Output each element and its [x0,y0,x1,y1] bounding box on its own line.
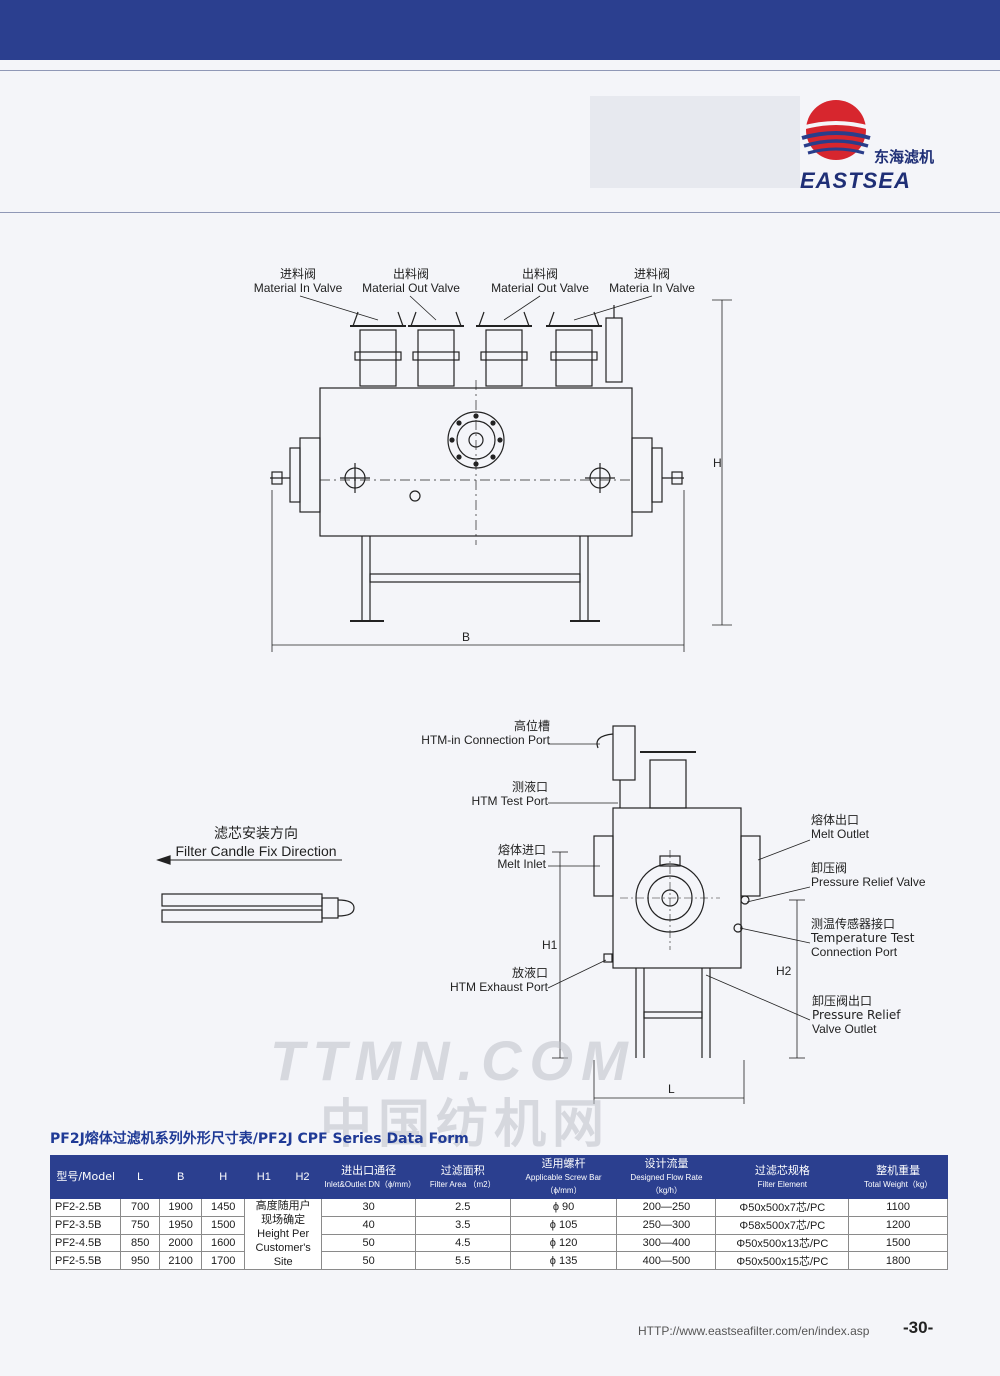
table-title: PF2J熔体过滤机系列外形尺寸表/PF2J CPF Series Data Fo… [50,1131,469,1147]
footer-url: HTTP://www.eastseafilter.com/en/index.as… [638,1324,870,1338]
table-row: PF2-4.5B 850 2000 1600 50 4.5 ϕ 120 300—… [49,1233,948,1253]
dim-h-label: H [713,456,722,470]
th-b: B [158,1155,203,1199]
dim-l-label: L [668,1082,675,1096]
watermark-text-cn: 中国纺机网 [320,1095,611,1155]
height-note: 高度随用户 现场确定 Height Per Customer's Site [243,1198,323,1270]
header-ghost-box [590,96,800,188]
th-l: L [120,1155,160,1199]
th-h2: H2 [282,1155,323,1199]
table-row: PF2-3.5B 750 1950 1500 40 3.5 ϕ 105 250—… [49,1215,948,1235]
table-row: PF2-5.5B 950 2100 1700 50 5.5 ϕ 135 400—… [49,1251,948,1270]
dim-b-label: B [462,630,471,644]
header-rule [0,70,1000,71]
eastsea-logo-icon [801,100,871,160]
brand-en: EASTSEA [800,168,911,193]
top-color-bar [0,0,1000,60]
brand-cn: 东海滤机 [874,148,935,166]
dim-h2-label: H2 [776,964,792,978]
watermark-text: TTMN.COM [270,1029,636,1092]
dim-h1-label: H1 [542,938,558,952]
table-row: PF2-2.5B 700 1900 1450 高度随用户 现场确定 Height… [49,1198,948,1270]
technical-drawing [156,295,811,1104]
th-h1: H1 [243,1155,284,1199]
header-separator [0,212,1000,213]
th-model: 型号/Model [49,1155,122,1199]
th-h: H [201,1155,245,1199]
page-number: -30- [903,1318,934,1337]
